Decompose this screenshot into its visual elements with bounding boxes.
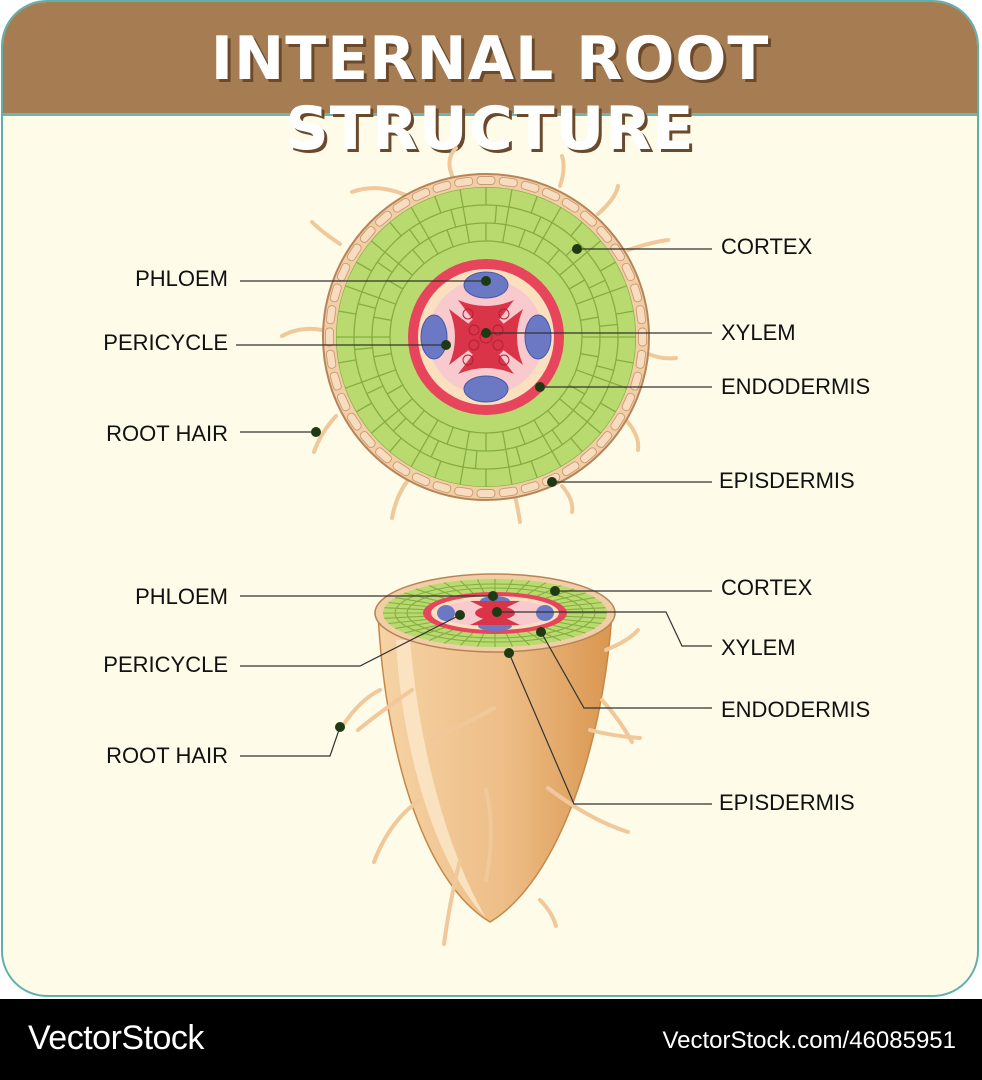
- epidermis-cell: [392, 197, 411, 213]
- epidermis-cell: [359, 226, 376, 243]
- epidermis-cell: [635, 349, 647, 369]
- page-title: INTERNAL ROOT STRUCTURE: [210, 24, 770, 164]
- epidermis-cell: [520, 180, 540, 193]
- epidermis-cell: [359, 431, 376, 448]
- label-endodermis-bottom: ENDODERMIS: [721, 697, 871, 722]
- root-tip-highlight: [396, 640, 486, 918]
- epidermis-cell: [621, 392, 636, 412]
- epidermis-cell: [411, 472, 431, 487]
- epidermis-cell: [476, 489, 496, 498]
- dot-xylem-bottom: [492, 607, 502, 617]
- dot-endodermis-top: [535, 382, 545, 392]
- label-root-hair-bottom: ROOT HAIR: [106, 743, 228, 768]
- dot-endodermis-bottom: [536, 627, 546, 637]
- root-hairs-bottom: [342, 628, 642, 946]
- dot-epidermis-top: [547, 477, 557, 487]
- root-tip-3d: [342, 573, 642, 946]
- epidermis-cell: [580, 447, 597, 464]
- root-tip-xylem: [470, 601, 520, 625]
- dot-phloem-top: [481, 276, 491, 286]
- title-banner: INTERNAL ROOT STRUCTURE: [3, 2, 977, 164]
- dot-root-hair-top: [311, 427, 321, 437]
- epidermis-cell: [454, 176, 474, 188]
- epidermis-cell: [325, 349, 337, 369]
- epidermis-cell: [610, 243, 626, 262]
- epidermis-cell: [630, 283, 643, 303]
- label-cortex-bottom: CORTEX: [721, 575, 813, 600]
- root-tip-cortex-cells: [383, 579, 607, 647]
- epidermis-cell: [432, 180, 452, 193]
- root-structure-diagram: [236, 146, 712, 946]
- epidermis-cell: [325, 305, 337, 325]
- label-endodermis-top: ENDODERMIS: [721, 374, 871, 399]
- epidermis-cell: [580, 210, 597, 227]
- xylem-cells: [462, 308, 510, 366]
- label-pericycle-bottom: PERICYCLE: [103, 652, 228, 677]
- epidermis-cell: [329, 283, 342, 303]
- epidermis-cell: [596, 226, 613, 243]
- label-pericycle-top: PERICYCLE: [103, 330, 228, 355]
- label-cortex-top: CORTEX: [721, 234, 813, 259]
- leader-dots: [311, 244, 582, 732]
- epidermis-cell: [346, 243, 362, 262]
- label-xylem-top: XYLEM: [721, 320, 796, 345]
- label-xylem-bottom: XYLEM: [721, 635, 796, 660]
- epidermis-cell: [520, 481, 540, 494]
- epidermis-cell: [375, 210, 392, 227]
- epidermis-cell: [610, 412, 626, 431]
- watermark-brand: VectorStock: [28, 1019, 204, 1057]
- label-epidermis-top: EPISDERMIS: [719, 468, 855, 493]
- epidermis-cell: [498, 486, 518, 498]
- label-phloem-top: PHLOEM: [135, 266, 228, 291]
- epidermis-cell: [635, 305, 647, 325]
- dot-phloem-bottom: [488, 591, 498, 601]
- leader-lines: [236, 248, 712, 805]
- watermark-footer: VectorStock VectorStock.com/46085951: [0, 999, 982, 1080]
- epidermis-cell: [498, 176, 518, 188]
- dot-pericycle-bottom: [455, 610, 465, 620]
- epidermis-cell: [630, 371, 643, 391]
- epidermis-cell: [596, 431, 613, 448]
- root-cross-section: [280, 146, 678, 524]
- dot-cortex-top: [572, 244, 582, 254]
- epidermis-cell: [329, 371, 342, 391]
- epidermis-cell: [325, 327, 334, 347]
- watermark-stock-id: VectorStock.com/46085951: [662, 1027, 956, 1054]
- epidermis-cell: [375, 447, 392, 464]
- epidermis-cell: [432, 481, 452, 494]
- label-epidermis-bottom: EPISDERMIS: [719, 790, 855, 815]
- epidermis-cell: [336, 262, 351, 282]
- dot-cortex-bottom: [550, 586, 560, 596]
- epidermis-cell: [561, 197, 580, 213]
- epidermis-cell: [621, 262, 636, 282]
- epidermis-cell: [638, 327, 647, 347]
- dot-root-hair-bottom: [335, 722, 345, 732]
- label-phloem-bottom: PHLOEM: [135, 584, 228, 609]
- epidermis-cell: [561, 461, 580, 477]
- epidermis-cell: [346, 412, 362, 431]
- epidermis-cell: [336, 392, 351, 412]
- label-root-hair-top: ROOT HAIR: [106, 421, 228, 446]
- epidermis-cell: [454, 486, 474, 498]
- root-tip-body: [377, 611, 613, 923]
- epidermis-cell: [411, 187, 431, 202]
- dot-xylem-top: [481, 328, 491, 338]
- dot-pericycle-top: [441, 340, 451, 350]
- epidermis-cell: [392, 461, 411, 477]
- dot-epidermis-bottom: [504, 648, 514, 658]
- epidermis-cell: [476, 176, 496, 185]
- epidermis-cell: [541, 187, 561, 202]
